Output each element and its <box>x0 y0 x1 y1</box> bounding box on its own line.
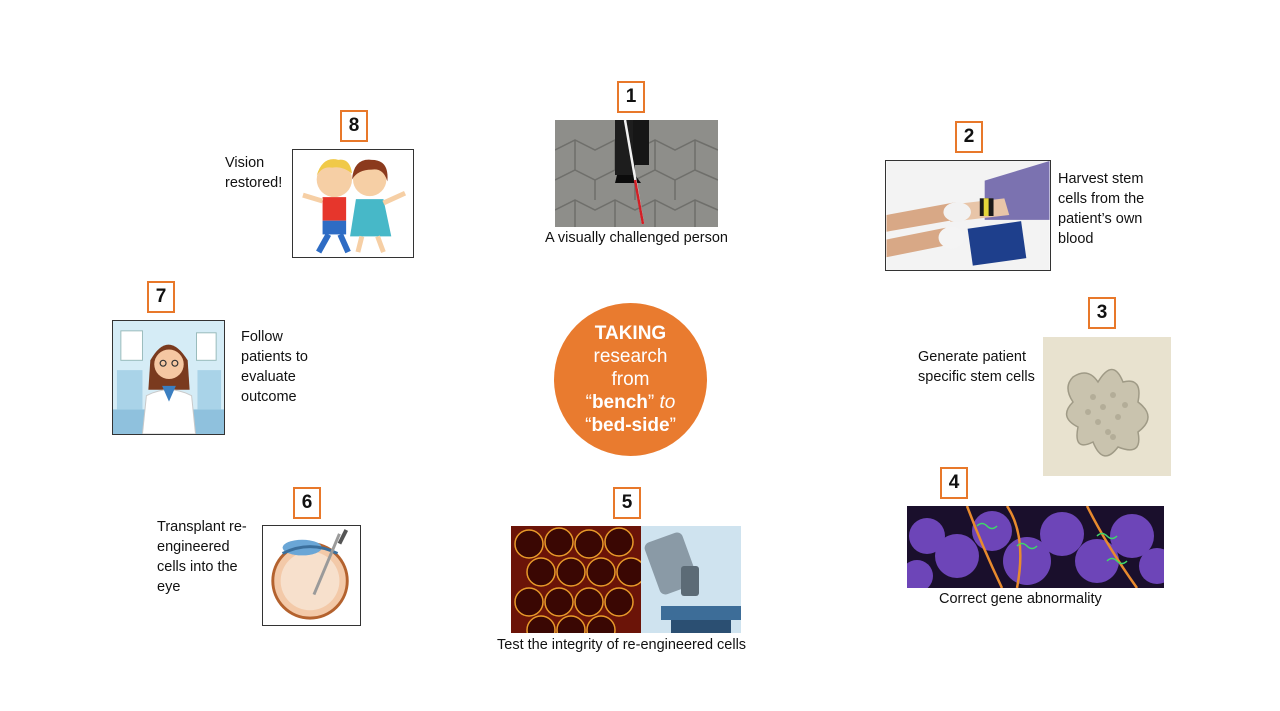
step-6-caption: Transplant re- engineered cells into the… <box>157 517 247 597</box>
step-7-caption-line: evaluate <box>241 369 296 385</box>
step-6-caption-line: cells into the <box>157 559 238 575</box>
step-6-caption-line: engineered <box>157 539 230 555</box>
step-3-number: 3 <box>1088 297 1116 329</box>
step-2-caption-line: blood <box>1058 231 1094 247</box>
step-8-caption: Vision restored! <box>225 153 287 193</box>
step-6-image-eye-transplant <box>262 525 361 626</box>
step-2-caption-line: Harvest stem <box>1058 171 1144 187</box>
step-7-image-doctor <box>112 320 225 435</box>
step-3-image-stem-cell-colony <box>1043 337 1171 476</box>
step-8-caption-line: Vision <box>225 155 265 171</box>
step-4-image-gene-editing <box>907 506 1164 588</box>
step-3-caption-line: specific stem cells <box>918 369 1035 385</box>
step-7-caption: Follow patients to evaluate outcome <box>241 327 308 407</box>
step-6-caption-line: eye <box>157 579 181 595</box>
center-bedside: bed-side <box>591 415 670 436</box>
step-2-caption-line: cells from the <box>1058 191 1145 207</box>
step-7-caption-line: outcome <box>241 389 297 405</box>
step-2-caption-line: patient’s own <box>1058 211 1143 227</box>
center-bedside-line: “bed-side” <box>585 415 676 436</box>
step-5-caption: Test the integrity of re-engineered cell… <box>497 637 747 653</box>
step-5-number: 5 <box>613 487 641 519</box>
center-taking: TAKING <box>594 323 667 344</box>
step-6-caption-line: Transplant re- <box>157 519 247 535</box>
step-8-caption-line: restored! <box>225 175 283 191</box>
step-8-image-happy-children <box>292 149 414 258</box>
step-4-number: 4 <box>940 467 968 499</box>
step-4-caption: Correct gene abnormality <box>939 591 1102 607</box>
step-7-number: 7 <box>147 281 175 313</box>
step-2-caption: Harvest stem cells from the patient’s ow… <box>1058 169 1144 249</box>
step-7-caption-line: Follow <box>241 329 283 345</box>
center-to: to <box>659 392 676 413</box>
step-2-image-blood-draw <box>885 160 1051 271</box>
step-1-image-blind-person-cane <box>555 120 718 227</box>
step-3-caption-line: Generate patient <box>918 349 1027 365</box>
center-circle: TAKING research from “bench” to “bed-sid… <box>554 303 707 456</box>
step-5-image-cells-microscope <box>511 526 741 633</box>
step-1-number: 1 <box>617 81 645 113</box>
center-bench: bench <box>591 392 648 413</box>
step-3-caption: Generate patient specific stem cells <box>918 347 1035 387</box>
step-1-caption: A visually challenged person <box>545 230 728 246</box>
step-2-number: 2 <box>955 121 983 153</box>
center-bench-line: “bench” to <box>585 392 676 413</box>
center-research: research <box>593 346 668 367</box>
step-6-number: 6 <box>293 487 321 519</box>
step-8-number: 8 <box>340 110 368 142</box>
step-7-caption-line: patients to <box>241 349 308 365</box>
center-from: from <box>611 369 650 390</box>
